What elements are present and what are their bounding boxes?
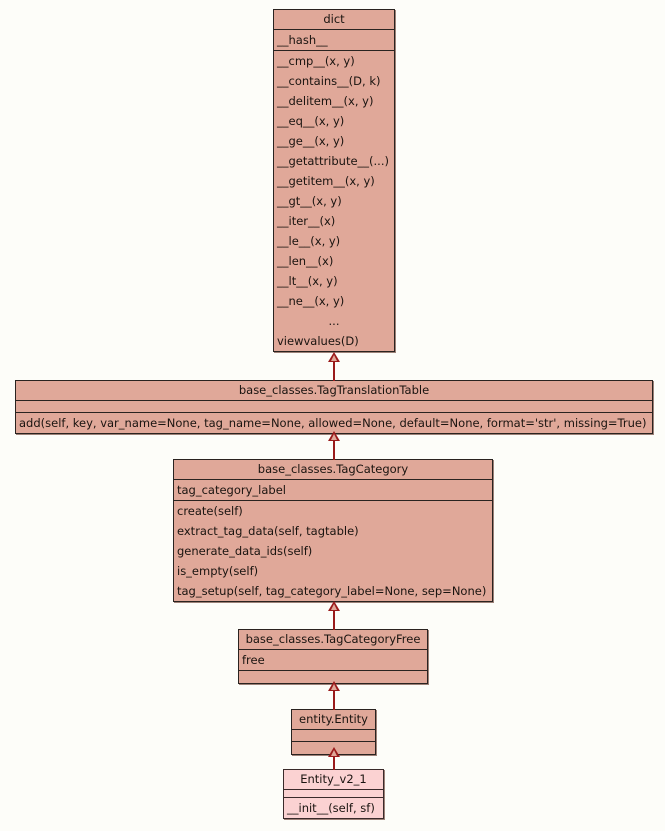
class-attributes-compartment [16,401,652,413]
class-title-compartment: base_classes.TagTranslationTable [16,381,652,401]
class-title-compartment: Entity_v2_1 [284,770,383,790]
method-row-ellipsis: ... [328,314,340,328]
edge-arrowhead-entity-v2-1-to-entity [328,747,340,757]
method-row: __contains__(D, k) [277,74,381,88]
class-name-label: dict [323,12,345,26]
class-methods-compartment: add(self, key, var_name=None, tag_name=N… [16,413,652,433]
method-row: __lt__(x, y) [277,274,338,288]
edge-arrowhead-tagtranslationtable-to-dict [328,352,340,362]
class-attributes-compartment: free [239,650,427,671]
class-attributes-compartment [284,790,383,798]
class-name-label: base_classes.TagTranslationTable [238,383,430,397]
method-row: generate_data_ids(self) [177,544,313,558]
edge-line-tagcategory-to-tagtranslationtable [333,441,335,460]
method-row: viewvalues(D) [277,334,359,348]
method-row: __cmp__(x, y) [277,54,355,68]
class-title-compartment: entity.Entity [292,710,375,730]
class-methods-compartment: __cmp__(x, y) __contains__(D, k) __delit… [274,51,394,351]
class-box-tagcategory[interactable]: base_classes.TagCategory tag_category_la… [173,459,493,602]
edge-line-entity-to-tagcategoryfree [333,691,335,710]
method-row: __len__(x) [277,254,334,268]
edge-line-tagcategoryfree-to-tagcategory [333,611,335,630]
method-row: tag_setup(self, tag_category_label=None,… [177,584,487,598]
edge-arrowhead-tagcategory-to-tagtranslationtable [328,431,340,441]
class-box-tagtranslationtable[interactable]: base_classes.TagTranslationTable add(sel… [15,380,653,434]
edge-line-entity-v2-1-to-entity [333,757,335,770]
class-methods-compartment: create(self) extract_tag_data(self, tagt… [174,501,492,601]
attribute-row: free [242,653,265,667]
edge-line-tagtranslationtable-to-dict [333,362,335,381]
class-name-label: entity.Entity [299,712,368,726]
class-name-label: base_classes.TagCategoryFree [245,632,421,646]
class-name-label: base_classes.TagCategory [257,462,409,476]
class-methods-compartment: __init__(self, sf) [284,798,383,818]
method-row: __init__(self, sf) [287,801,375,815]
method-row: add(self, key, var_name=None, tag_name=N… [19,416,647,430]
method-row: __eq__(x, y) [277,114,345,128]
attribute-row: tag_category_label [177,483,286,497]
method-row: __ge__(x, y) [277,134,345,148]
edge-arrowhead-tagcategoryfree-to-tagcategory [328,601,340,611]
attribute-row: __hash__ [277,33,328,47]
class-title-compartment: base_classes.TagCategoryFree [239,630,427,650]
edge-arrowhead-entity-to-tagcategoryfree [328,681,340,691]
class-title-compartment: base_classes.TagCategory [174,460,492,480]
class-attributes-compartment: __hash__ [274,30,394,51]
class-name-label: Entity_v2_1 [300,772,367,786]
method-row: __delitem__(x, y) [277,94,374,108]
class-attributes-compartment: tag_category_label [174,480,492,501]
method-row: __le__(x, y) [277,234,341,248]
method-row: __getattribute__(...) [277,154,389,168]
class-box-dict[interactable]: dict __hash__ __cmp__(x, y) __contains__… [273,9,395,352]
class-title-compartment: dict [274,10,394,30]
method-row: __gt__(x, y) [277,194,342,208]
class-box-entity-v2-1[interactable]: Entity_v2_1 __init__(self, sf) [283,769,384,819]
method-row: __getitem__(x, y) [277,174,375,188]
class-attributes-compartment [292,730,375,742]
method-row: extract_tag_data(self, tagtable) [177,524,359,538]
method-row: is_empty(self) [177,564,259,578]
method-row: __ne__(x, y) [277,294,345,308]
method-row: __iter__(x) [277,214,336,228]
class-box-tagcategoryfree[interactable]: base_classes.TagCategoryFree free [238,629,428,684]
method-row: create(self) [177,504,243,518]
